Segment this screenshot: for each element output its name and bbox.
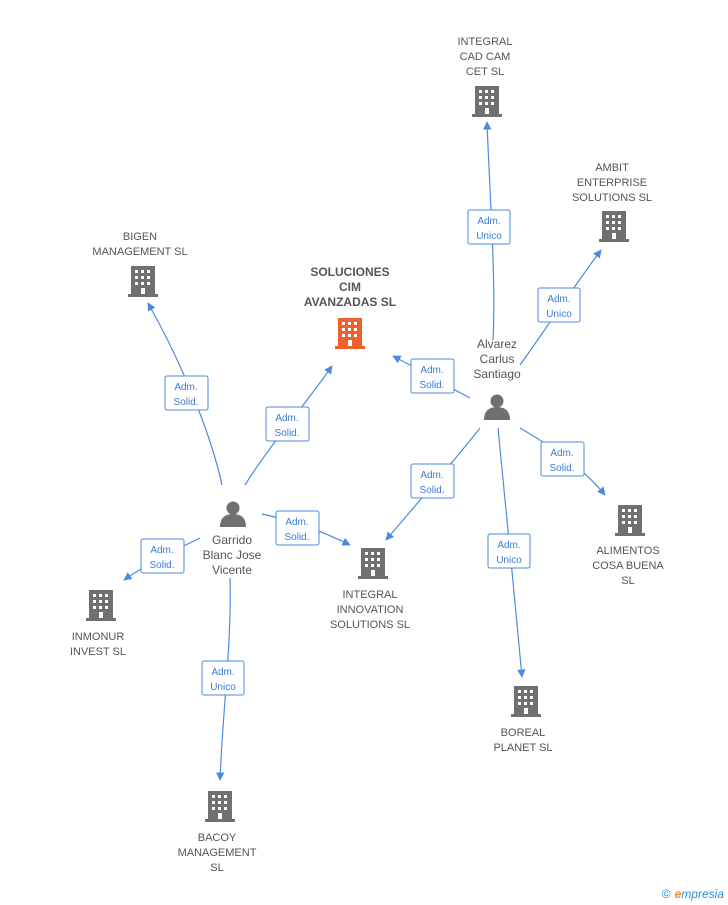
- svg-text:Adm.: Adm.: [477, 216, 500, 227]
- person-icon: [484, 394, 510, 420]
- svg-text:SL: SL: [621, 575, 634, 587]
- svg-text:Santiago: Santiago: [473, 367, 521, 381]
- svg-text:Adm.: Adm.: [285, 517, 308, 528]
- svg-text:INVEST SL: INVEST SL: [70, 646, 126, 658]
- svg-text:ENTERPRISE: ENTERPRISE: [577, 177, 647, 189]
- svg-text:SOLUTIONS SL: SOLUTIONS SL: [572, 192, 652, 204]
- company-node-integral-innovation[interactable]: INTEGRAL INNOVATION SOLUTIONS SL: [330, 548, 410, 631]
- svg-text:CAD CAM: CAD CAM: [460, 51, 511, 63]
- svg-text:Adm.: Adm.: [420, 365, 443, 376]
- brand-logo-text: mpresia: [681, 887, 724, 901]
- role-box-g-bigen[interactable]: Adm. Solid.: [164, 375, 209, 411]
- svg-text:SOLUCIONES: SOLUCIONES: [310, 265, 389, 279]
- role-box-a-innovation[interactable]: Adm. Solid.: [410, 463, 455, 499]
- edges: [123, 121, 606, 781]
- role-box-a-ambit[interactable]: Adm. Unico: [537, 287, 581, 323]
- role-box-a-boreal[interactable]: Adm. Unico: [487, 533, 531, 569]
- svg-text:Adm.: Adm.: [275, 413, 298, 424]
- svg-text:PLANET SL: PLANET SL: [493, 742, 552, 754]
- company-node-main[interactable]: SOLUCIONES CIM AVANZADAS SL: [304, 265, 396, 349]
- role-box-g-inmonur[interactable]: Adm. Solid.: [140, 538, 185, 574]
- footer-brand: ©empresia: [662, 887, 724, 901]
- svg-text:BOREAL: BOREAL: [501, 727, 546, 739]
- svg-text:CIM: CIM: [339, 280, 361, 294]
- svg-text:Solid.: Solid.: [419, 380, 444, 391]
- svg-text:Solid.: Solid.: [173, 397, 198, 408]
- building-icon: [86, 590, 116, 621]
- svg-text:Garrido: Garrido: [212, 533, 252, 547]
- svg-text:Solid.: Solid.: [284, 532, 309, 543]
- svg-text:Solid.: Solid.: [274, 428, 299, 439]
- company-node-integral-cad[interactable]: INTEGRAL CAD CAM CET SL: [457, 36, 513, 117]
- brand-logo-initial: e: [674, 887, 682, 901]
- svg-text:INNOVATION: INNOVATION: [337, 604, 404, 616]
- role-box-g-main[interactable]: Adm. Solid.: [265, 406, 310, 442]
- svg-text:CET SL: CET SL: [466, 66, 504, 78]
- copyright-icon: ©: [661, 887, 671, 901]
- company-node-bigen[interactable]: BIGEN MANAGEMENT SL: [92, 231, 188, 297]
- role-box-a-integral-cad[interactable]: Adm. Unico: [467, 209, 511, 245]
- building-icon: [128, 266, 158, 297]
- person-node-alvarez[interactable]: Alvarez Carlus Santiago: [473, 337, 521, 420]
- svg-text:Alvarez: Alvarez: [477, 337, 517, 351]
- svg-text:Adm.: Adm.: [150, 545, 173, 556]
- svg-text:Adm.: Adm.: [211, 667, 234, 678]
- role-box-g-bacoy[interactable]: Adm. Unico: [201, 660, 245, 696]
- svg-text:AVANZADAS SL: AVANZADAS SL: [304, 295, 396, 309]
- role-box-g-innovation[interactable]: Adm. Solid.: [275, 510, 320, 546]
- building-icon: [358, 548, 388, 579]
- svg-text:MANAGEMENT: MANAGEMENT: [178, 847, 257, 859]
- svg-text:Adm.: Adm.: [550, 448, 573, 459]
- building-icon: [615, 505, 645, 536]
- svg-text:INMONUR: INMONUR: [72, 631, 125, 643]
- svg-text:SOLUTIONS SL: SOLUTIONS SL: [330, 619, 410, 631]
- company-node-boreal[interactable]: BOREAL PLANET SL: [493, 686, 553, 754]
- company-node-ambit[interactable]: AMBIT ENTERPRISE SOLUTIONS SL: [572, 162, 652, 242]
- building-icon: [205, 791, 235, 822]
- company-node-bacoy[interactable]: BACOY MANAGEMENT SL: [178, 791, 257, 874]
- svg-text:Vicente: Vicente: [212, 563, 252, 577]
- svg-text:BIGEN: BIGEN: [123, 231, 157, 243]
- building-icon: [511, 686, 541, 717]
- role-box-a-alimentos[interactable]: Adm. Solid.: [540, 441, 585, 477]
- svg-text:Solid.: Solid.: [149, 560, 174, 571]
- svg-text:Adm.: Adm.: [497, 540, 520, 551]
- role-box-a-main[interactable]: Adm. Solid.: [410, 358, 455, 394]
- svg-text:Adm.: Adm.: [420, 470, 443, 481]
- svg-text:Unico: Unico: [546, 309, 572, 320]
- building-icon: [472, 86, 502, 117]
- svg-text:Carlus: Carlus: [480, 352, 515, 366]
- svg-text:Unico: Unico: [210, 682, 236, 693]
- svg-text:AMBIT: AMBIT: [595, 162, 629, 174]
- svg-text:ALIMENTOS: ALIMENTOS: [596, 545, 659, 557]
- company-node-alimentos[interactable]: ALIMENTOS COSA BUENA SL: [592, 505, 664, 587]
- building-icon: [599, 211, 629, 242]
- svg-text:Solid.: Solid.: [549, 463, 574, 474]
- svg-text:Blanc Jose: Blanc Jose: [203, 548, 262, 562]
- svg-text:COSA BUENA: COSA BUENA: [592, 560, 664, 572]
- svg-text:INTEGRAL: INTEGRAL: [342, 589, 397, 601]
- svg-text:SL: SL: [210, 862, 223, 874]
- svg-text:Adm.: Adm.: [174, 382, 197, 393]
- svg-text:BACOY: BACOY: [198, 832, 237, 844]
- person-node-garrido[interactable]: Garrido Blanc Jose Vicente: [203, 501, 262, 578]
- svg-text:Solid.: Solid.: [419, 485, 444, 496]
- svg-text:INTEGRAL: INTEGRAL: [457, 36, 512, 48]
- svg-text:Adm.: Adm.: [547, 294, 570, 305]
- svg-text:Unico: Unico: [496, 555, 522, 566]
- svg-text:MANAGEMENT SL: MANAGEMENT SL: [92, 246, 187, 258]
- company-node-inmonur[interactable]: INMONUR INVEST SL: [70, 590, 126, 658]
- svg-text:Unico: Unico: [476, 231, 502, 242]
- building-icon: [335, 318, 365, 349]
- person-icon: [220, 501, 246, 527]
